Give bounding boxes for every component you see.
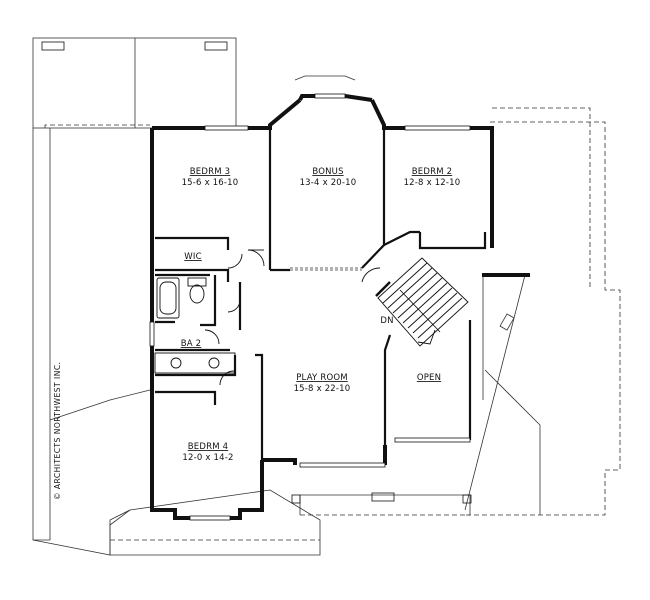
- stair-treads: [382, 262, 463, 339]
- room-name-open: OPEN: [417, 373, 441, 383]
- doors: [204, 249, 381, 386]
- bath-fixtures: [154, 277, 236, 374]
- room-name-ba2: BA 2: [181, 339, 202, 349]
- roof-lines: [32, 37, 621, 556]
- copyright-text: © ARCHITECTS NORTHWEST INC.: [53, 362, 62, 500]
- room-size-bedrm2: 12-8 x 12-10: [404, 178, 461, 188]
- room-labels: BEDRM 3 15-6 x 16-10 BONUS 13-4 x 20-10 …: [181, 167, 461, 463]
- room-name-bedrm3: BEDRM 3: [190, 167, 231, 177]
- thresholds: [290, 267, 362, 271]
- room-size-bedrm4: 12-0 x 14-2: [182, 453, 233, 463]
- room-size-playroom: 15-8 x 22-10: [294, 384, 351, 394]
- room-name-bedrm4: BEDRM 4: [188, 442, 229, 452]
- room-name-playroom: PLAY ROOM: [296, 373, 348, 383]
- stair-down-label: DN: [380, 316, 393, 326]
- stairs: [375, 257, 469, 347]
- roof-tags: [41, 41, 472, 504]
- room-name-bedrm2: BEDRM 2: [412, 167, 453, 177]
- room-size-bedrm3: 15-6 x 16-10: [182, 178, 239, 188]
- windows: [149, 93, 471, 521]
- exterior-walls: [150, 94, 530, 520]
- room-name-bonus: BONUS: [312, 167, 343, 177]
- room-size-bonus: 13-4 x 20-10: [300, 178, 357, 188]
- room-name-wic: WIC: [184, 252, 201, 262]
